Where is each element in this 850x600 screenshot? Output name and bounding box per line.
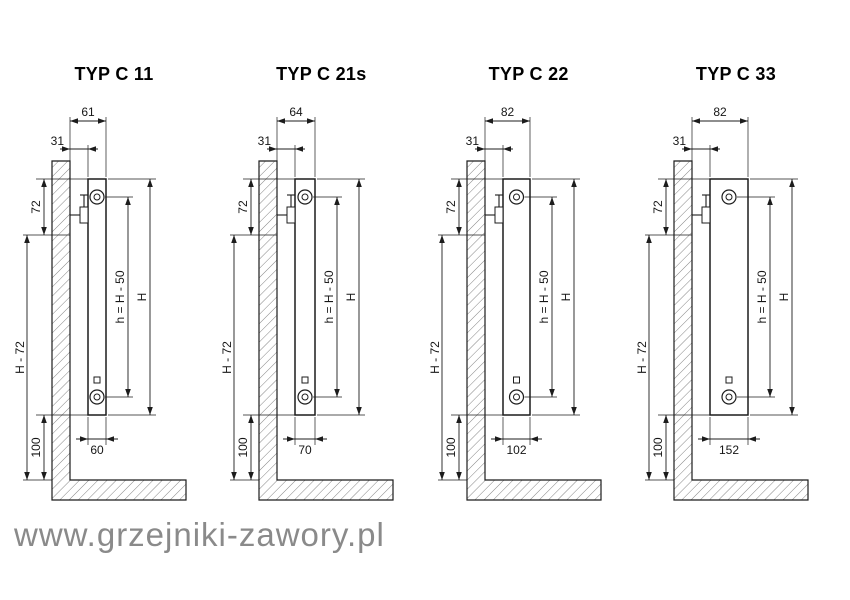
panel-typ-c-11: TYP C 11 61 31 72 H - 72 100 h = H - 50 H 60 [14, 64, 214, 515]
diagram-row: TYP C 11 61 31 72 H - 72 100 h = H - 50 H 60 TY… [14, 64, 836, 515]
radiator-diagram: 82 31 72 H - 72 100 h = H - 50 H 102 [429, 105, 602, 501]
svg-text:152: 152 [719, 443, 739, 457]
panel-title: TYP C 33 [695, 64, 777, 84]
svg-text:H - 72: H - 72 [221, 341, 234, 374]
wall-and-floor [51, 160, 187, 501]
dimensions: 61 31 72 H - 72 100 h = H - 50 H 60 [14, 105, 153, 480]
panel-title: TYP C 21s [276, 64, 367, 84]
wall-and-floor [466, 160, 602, 501]
watermark: www.grzejniki-zawory.pl [14, 516, 385, 553]
radiator-diagram: 61 31 72 H - 72 100 h = H - 50 H 60 [14, 105, 187, 501]
svg-text:82: 82 [500, 105, 514, 119]
radiator-body [709, 178, 749, 416]
svg-text:100: 100 [29, 437, 43, 457]
wall-bracket [691, 194, 711, 224]
radiator-diagram: 64 31 72 H - 72 100 h = H - 50 H 70 [221, 105, 394, 501]
svg-text:h = H - 50: h = H - 50 [322, 270, 336, 323]
svg-text:31: 31 [465, 134, 479, 148]
extension-lines [230, 117, 366, 481]
svg-text:100: 100 [444, 437, 458, 457]
svg-text:h = H - 50: h = H - 50 [755, 270, 769, 323]
svg-text:H: H [777, 293, 791, 302]
svg-text:102: 102 [506, 443, 526, 457]
svg-text:31: 31 [258, 134, 272, 148]
panel-title: TYP C 22 [488, 64, 569, 84]
extension-lines [644, 117, 798, 481]
svg-text:100: 100 [236, 437, 250, 457]
svg-text:h = H - 50: h = H - 50 [113, 270, 127, 323]
dimensions: 82 31 72 H - 72 100 h = H - 50 H 102 [429, 105, 577, 480]
svg-text:60: 60 [90, 443, 104, 457]
svg-text:H: H [559, 293, 573, 302]
svg-text:70: 70 [299, 443, 313, 457]
svg-text:72: 72 [651, 200, 665, 214]
svg-text:H - 72: H - 72 [14, 341, 27, 374]
svg-text:H - 72: H - 72 [429, 341, 442, 374]
wall-bracket [70, 194, 89, 224]
radiator-body [501, 178, 531, 416]
dimensions: 64 31 72 H - 72 100 h = H - 50 H 70 [221, 105, 363, 480]
svg-text:64: 64 [290, 105, 304, 119]
svg-text:h = H - 50: h = H - 50 [537, 270, 551, 323]
svg-text:72: 72 [29, 200, 43, 214]
panel-typ-c-22: TYP C 22 82 31 72 H - 72 100 h = H - 50 H 102 [429, 64, 629, 515]
svg-text:31: 31 [673, 134, 687, 148]
panel-typ-c-33: TYP C 33 82 31 72 H - 72 100 h = H - 50 H 152 [636, 64, 836, 515]
svg-text:H: H [344, 293, 358, 302]
svg-text:H: H [135, 293, 149, 302]
svg-text:72: 72 [236, 200, 250, 214]
svg-text:H - 72: H - 72 [636, 341, 649, 374]
svg-text:72: 72 [444, 200, 458, 214]
svg-text:100: 100 [651, 437, 665, 457]
extension-lines [437, 117, 580, 481]
svg-text:61: 61 [81, 105, 95, 119]
panel-title: TYP C 11 [74, 64, 154, 84]
dimensions: 82 31 72 H - 72 100 h = H - 50 H 152 [636, 105, 795, 480]
radiator-body [294, 178, 317, 416]
wall-bracket [277, 194, 296, 224]
radiator-diagram: 82 31 72 H - 72 100 h = H - 50 H 152 [636, 105, 809, 501]
panel-typ-c-21s: TYP C 21s 64 31 72 H - 72 100 h = H - 50 H 70 [221, 64, 421, 515]
svg-text:31: 31 [51, 134, 65, 148]
svg-text:82: 82 [713, 105, 727, 119]
radiator-body [87, 178, 107, 416]
wall-bracket [484, 194, 504, 224]
wall-and-floor [258, 160, 394, 501]
